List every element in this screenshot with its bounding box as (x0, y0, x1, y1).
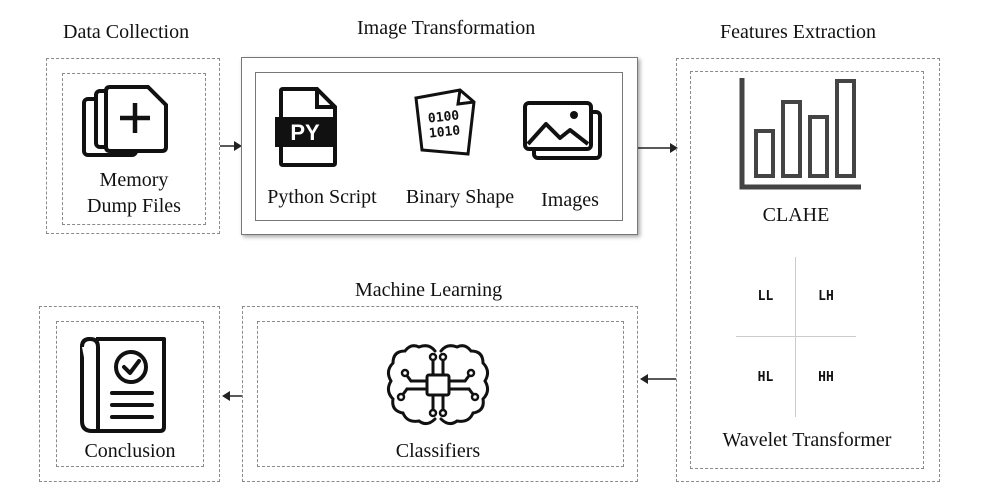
clahe-label: CLAHE (762, 204, 830, 226)
machine-learning-inner-box (257, 321, 624, 467)
conclusion-outer-box (39, 306, 220, 482)
machine-learning-outer-box (242, 306, 638, 482)
wavelet-grid: LL LH HL HH (736, 257, 856, 417)
image-transformation-outer-box (241, 57, 638, 235)
svg-text:0100: 0100 (427, 108, 460, 126)
arrow-to-image-transformation (220, 141, 242, 151)
clahe-bar-chart-icon (739, 78, 861, 190)
wavelet-cell-lh: LH (796, 257, 856, 337)
wavelet-cell-ll: LL (736, 257, 796, 337)
python-badge-text: PY (290, 120, 320, 145)
wavelet-cell-hh: HH (818, 369, 834, 385)
features-extraction-title: Features Extraction (720, 21, 877, 43)
images-label: Images (541, 189, 599, 211)
conclusion-inner-box (56, 321, 204, 467)
data-collection-inner-box (62, 73, 206, 225)
memory-dump-label-line2: Dump Files (87, 195, 181, 217)
memory-dump-files-icon (82, 85, 168, 157)
wavelet-cell-hl: HL (736, 337, 796, 417)
arrow-to-features-extraction (638, 143, 678, 153)
image-transformation-inner-box (255, 72, 623, 221)
data-collection-title: Data Collection (63, 21, 190, 43)
memory-dump-label-line1: Memory (99, 169, 169, 191)
image-transformation-title: Image Transformation (357, 17, 536, 39)
features-extraction-inner-box (690, 71, 924, 469)
features-extraction-outer-box (676, 58, 940, 482)
binary-file-icon: 0100 1010 (414, 88, 476, 156)
image-gallery-icon (523, 101, 602, 160)
svg-text:1010: 1010 (428, 123, 461, 141)
wavelet-transformer-label: Wavelet Transformer (722, 429, 892, 451)
conclusion-label: Conclusion (84, 440, 176, 462)
ai-brain-icon (386, 344, 490, 426)
arrow-to-machine-learning (640, 374, 676, 384)
binary-shape-label: Binary Shape (405, 186, 515, 208)
python-file-icon: PY (275, 87, 337, 167)
python-script-label: Python Script (267, 186, 377, 208)
machine-learning-title: Machine Learning (355, 279, 503, 301)
report-checkmark-icon (80, 337, 166, 433)
data-collection-outer-box (46, 58, 220, 234)
arrow-to-conclusion (222, 391, 242, 401)
classifiers-label: Classifiers (395, 440, 481, 462)
